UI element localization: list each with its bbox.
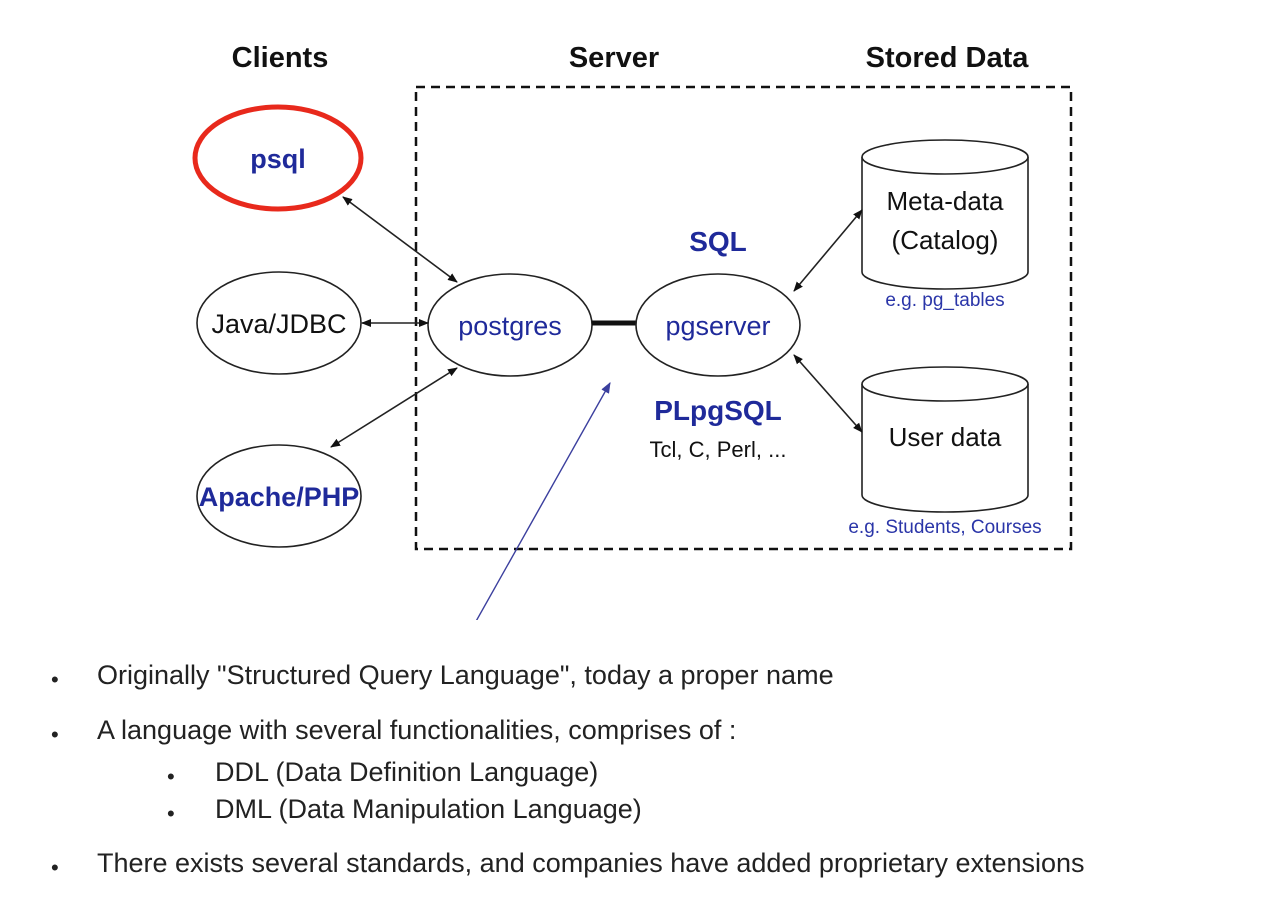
server-header: Server [569, 42, 659, 74]
arrow-pgserver-metadata [793, 209, 863, 292]
metadata-store: Meta-data (Catalog) [861, 139, 1029, 290]
clients-header: Clients [232, 42, 329, 74]
client-apache-php: Apache/PHP [196, 444, 362, 548]
pointer-arrow [475, 382, 611, 620]
server-pgserver: pgserver [635, 273, 801, 377]
client-psql: psql [192, 104, 364, 212]
plpgsql-label: PLpgSQL [654, 395, 782, 426]
stored-data-header: Stored Data [866, 42, 1030, 74]
bullet-dot: • [51, 855, 59, 880]
psql-label: psql [250, 144, 306, 174]
user-data-example: e.g. Students, Courses [848, 517, 1041, 538]
arrow-psql-postgres [342, 196, 458, 283]
postgres-label: postgres [458, 311, 562, 341]
bullet-dot: • [51, 667, 59, 692]
server-boundary [414, 85, 1073, 551]
sub-bullet-ddl: DDL (Data Definition Language) [215, 757, 599, 787]
metadata-example: e.g. pg_tables [885, 290, 1004, 311]
sub-bullet-dml: DML (Data Manipulation Language) [215, 794, 642, 824]
pgserver-label: pgserver [665, 311, 770, 341]
sql-label: SQL [689, 226, 747, 257]
bullet-dot: • [51, 722, 59, 747]
user-data-label: User data [889, 422, 1002, 452]
sub-bullet-dot: • [167, 801, 175, 826]
user-data-store: User data [861, 366, 1029, 513]
arrow-apache-postgres [330, 367, 458, 448]
server-postgres: postgres [427, 273, 593, 377]
psql-highlight-ring [192, 104, 364, 212]
client-java-jdbc: Java/JDBC [196, 271, 362, 375]
bullet-sql-origin: Originally "Structured Query Language", … [97, 660, 834, 690]
catalog-label: (Catalog) [892, 225, 999, 255]
languages-label: Tcl, C, Perl, ... [650, 437, 787, 462]
architecture-diagram: Clients Server Stored Data psql Java/JDB… [192, 42, 1073, 620]
arrow-pgserver-userdata [793, 354, 863, 433]
bullet-functionalities: A language with several functionalities,… [97, 715, 737, 745]
apache-php-label: Apache/PHP [199, 482, 360, 512]
metadata-label: Meta-data [886, 186, 1004, 216]
sub-bullet-dot: • [167, 764, 175, 789]
java-jdbc-label: Java/JDBC [211, 309, 346, 339]
bullet-standards: There exists several standards, and comp… [97, 848, 1085, 878]
